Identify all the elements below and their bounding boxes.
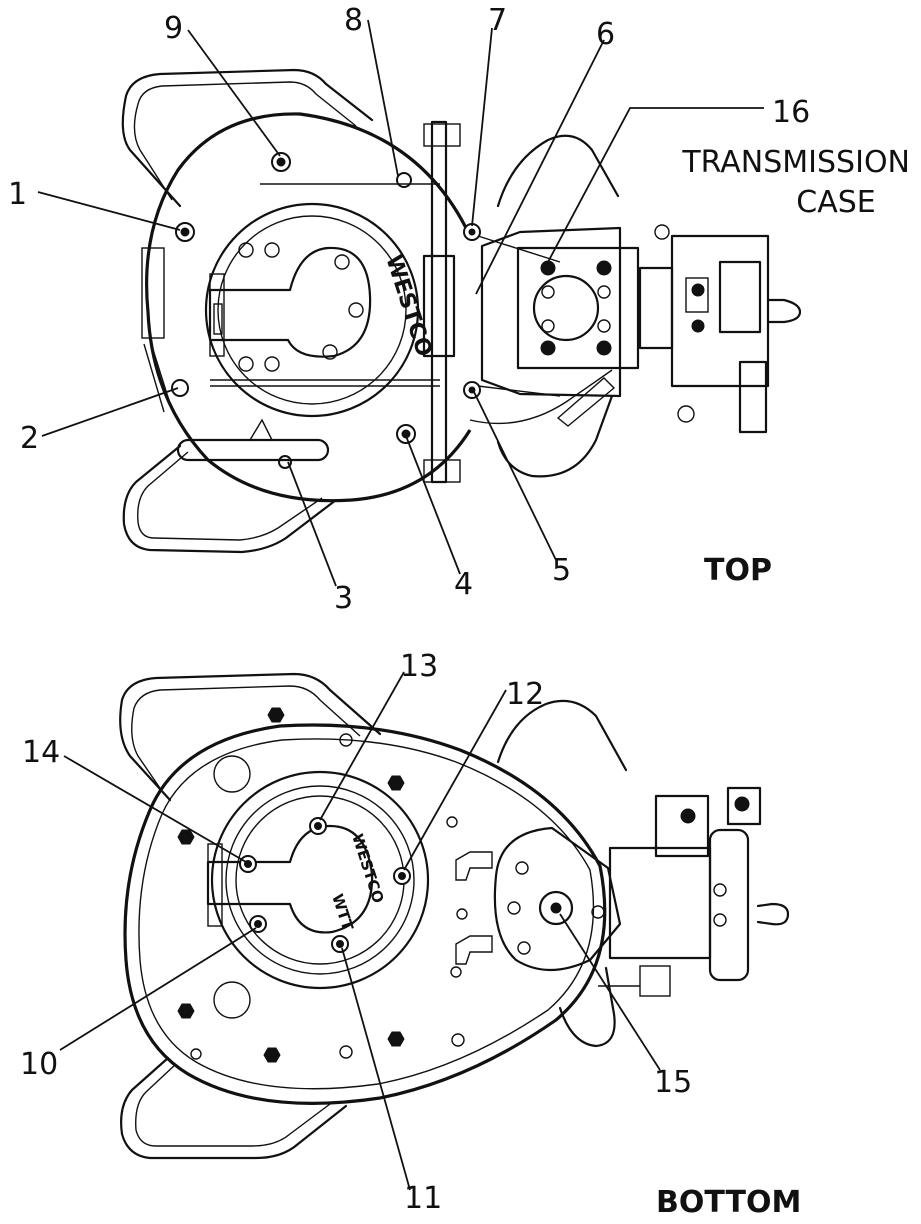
leader-14: [63, 755, 247, 863]
leader-4: [405, 435, 461, 575]
transmission-case-label-line2: CASE: [796, 185, 875, 220]
callout-13: 13: [400, 649, 438, 684]
bottom-view: WESTCO WTT: [20, 649, 801, 1220]
callout-3: 3: [334, 581, 353, 616]
callout-6: 6: [596, 17, 615, 52]
leader-11: [341, 947, 411, 1191]
top-view: WESTCO: [8, 3, 910, 616]
leader-8: [367, 19, 399, 177]
leader-12: [403, 689, 507, 871]
bottom-brand-line1: WESTCO: [348, 832, 387, 906]
callout-11: 11: [404, 1181, 442, 1216]
callout-9: 9: [164, 11, 183, 46]
callout-1: 1: [8, 177, 27, 212]
callout-7: 7: [488, 3, 507, 38]
callout-15: 15: [654, 1065, 692, 1100]
leader-10: [59, 927, 257, 1051]
bottom-leader-lines: [59, 671, 661, 1191]
leader-2: [41, 387, 179, 437]
bottom-view-label: BOTTOM: [656, 1185, 801, 1220]
callout-8: 8: [344, 3, 363, 38]
callout-4: 4: [454, 567, 473, 602]
leader-6: [475, 39, 605, 295]
leader-5: [473, 391, 557, 561]
callout-12: 12: [506, 677, 544, 712]
top-leader-lines: [37, 19, 764, 587]
leader-3: [287, 461, 337, 587]
callout-16: 16: [772, 95, 810, 130]
leader-16: [547, 107, 764, 263]
callout-10: 10: [20, 1047, 58, 1082]
callout-2: 2: [20, 421, 39, 456]
transmission-case-label-line1: TRANSMISSION: [681, 145, 910, 180]
top-view-label: TOP: [704, 553, 772, 588]
top-callouts: 1 2 3 4 5 6 7 8 9 16 TRANSMISSION CASE: [8, 3, 910, 616]
bottom-callouts: 10 11 12 13 14 15: [20, 649, 692, 1216]
leader-7: [471, 27, 493, 227]
leader-9: [187, 29, 281, 157]
callout-14: 14: [22, 735, 60, 770]
callout-5: 5: [552, 553, 571, 588]
leader-15: [559, 913, 661, 1071]
bottom-brand-line2: WTT: [328, 892, 357, 934]
svg-text:WESTCO: WESTCO: [380, 252, 436, 360]
leader-13: [319, 671, 405, 821]
leader-1: [37, 191, 181, 231]
top-view-drawing: WESTCO: [121, 68, 802, 554]
